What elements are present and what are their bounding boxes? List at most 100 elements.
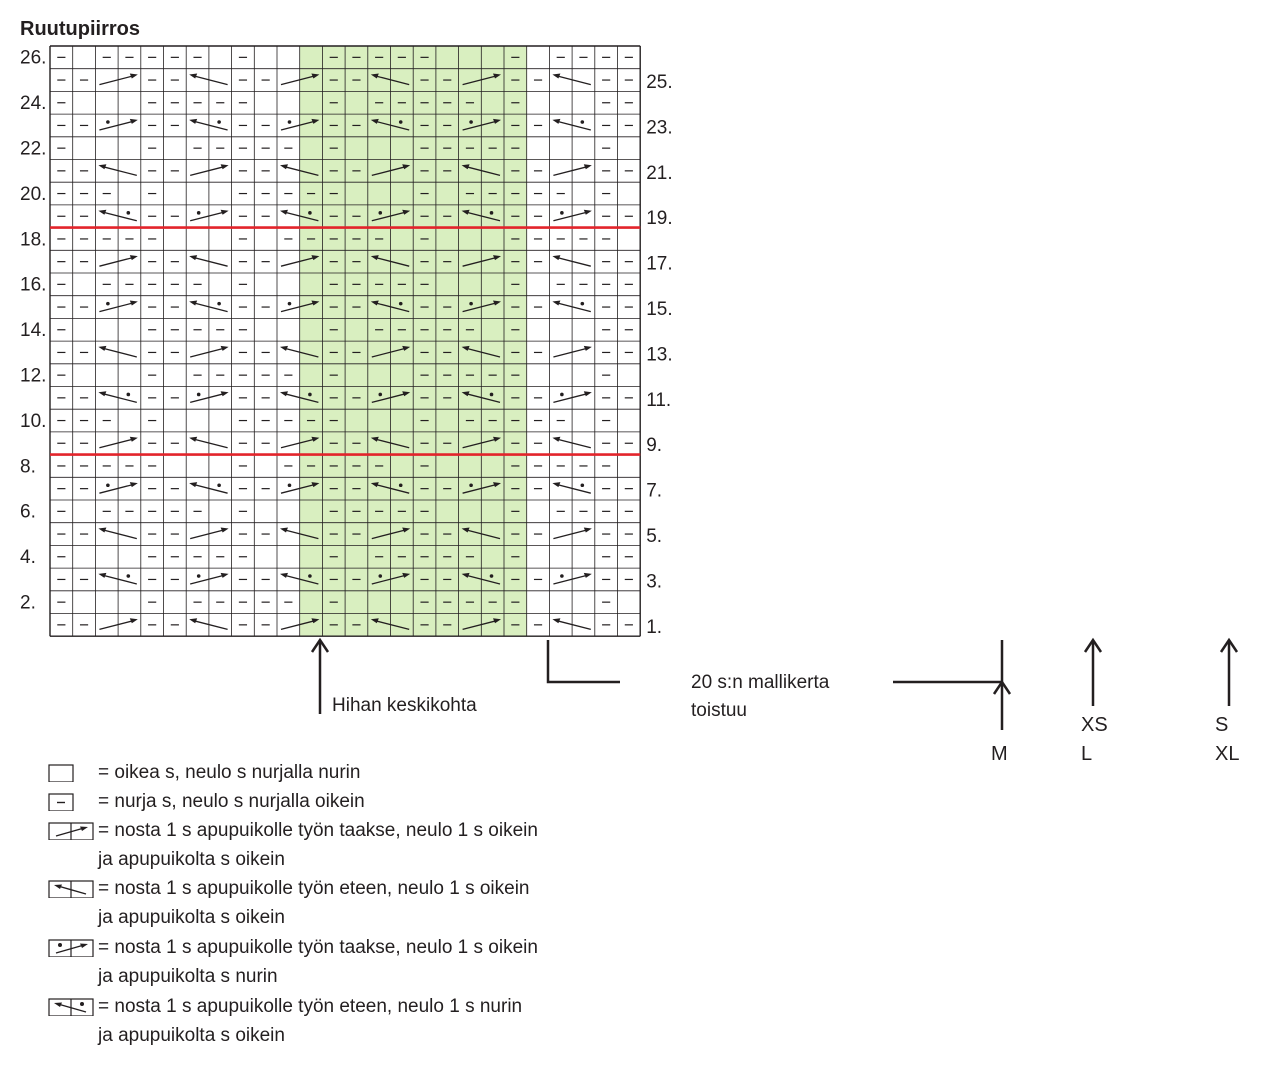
cross-arrowhead [370,300,379,306]
cross-stitch [282,347,319,358]
cross-stitch [373,619,410,631]
row-label-right: 11. [646,390,671,411]
empty-square-icon [48,764,74,782]
cross-stitch [371,574,408,585]
cross-stitch [192,438,228,449]
cross-stitch [462,483,499,494]
cross-stitch [371,528,408,540]
row-label-right: 17. [646,254,672,275]
purl-dot [308,211,312,215]
purl-dot [378,392,383,397]
cross-stitch [282,528,319,540]
cross-arrowhead [493,255,501,261]
cross-arrowhead [402,572,411,578]
stitch-symbols [57,56,633,631]
row-label-right: 23. [646,117,672,138]
cross-arrowhead [98,527,107,533]
cross-stitch [373,301,410,313]
cross-stitch [99,619,135,631]
cross-arrowhead [461,345,470,351]
cross-arrowhead [129,118,138,124]
cross-right-icon [48,822,94,840]
cross-arrowhead [583,164,592,170]
cross-stitch [371,347,408,358]
legend-text-cont: ja apupuikolta s nurin [98,966,278,987]
cross-stitch [190,528,226,540]
cross-stitch [373,256,410,267]
cross-stitch [101,528,137,540]
legend-text: = nosta 1 s apupuikolle työn eteen, neul… [98,878,530,899]
cross-arrowhead [129,618,138,624]
annotation-lines [310,637,1239,730]
cross-stitch [190,165,226,177]
red-lines [50,226,641,456]
cross-arrowhead [461,527,470,533]
cross-stitch [192,483,228,494]
purl-dot [126,574,131,578]
cross-stitch [555,256,591,267]
cross-stitch [280,438,317,449]
cross-stitch [462,619,499,631]
purl-dot [489,392,494,397]
cross-arrowhead [402,209,411,215]
size-label-m: M [991,743,1008,765]
cross-arrowhead [493,118,501,124]
legend-text: = oikea s, neulo s nurjalla nurin [98,762,361,783]
purl-dot [560,392,564,397]
purl-dot [217,120,221,124]
cross-stitch [373,74,410,86]
cross-arrowhead [370,482,379,488]
cross-arrowhead [370,436,379,442]
row-label-left: 26. [20,48,46,69]
knitting-chart: 2.4.6.8.10.12.14.16.18.20.22.24.26.1.3.5… [20,45,1239,765]
cross-arrowhead [280,572,288,578]
row-label-right: 21. [646,163,672,184]
cross-arrowhead [189,618,198,624]
cross-arrowhead [220,527,229,533]
cross-arrowhead [98,164,107,170]
cross-arrowhead [189,255,198,261]
cross-arrowhead [280,527,288,533]
cross-stitch [464,347,501,358]
cross-stitch [99,483,135,494]
cross-stitch [555,438,591,449]
row-label-left: 12. [20,366,46,387]
cross-arrowhead [220,164,229,170]
cross-stitch [99,301,135,313]
legend-text-cont: ja apupuikolta s oikein [98,907,285,928]
cross-arrowhead [461,209,470,215]
cross-arrowhead [402,391,411,397]
purl-dot [489,211,494,215]
cross-stitch [280,74,317,86]
cross-arrowhead [552,436,561,442]
purl-dot [378,211,383,215]
purl-cross-left-icon [48,998,94,1016]
row-label-right: 13. [646,344,672,365]
cross-stitch [553,211,589,222]
row-label-right: 15. [646,299,672,320]
purl-dot [287,120,292,124]
cross-arrowhead [583,391,592,397]
cross-stitch [462,74,499,86]
purl-dot [196,392,201,397]
purl-dot [106,483,110,488]
legend-text: = nurja s, neulo s nurjalla oikein [98,791,365,812]
cross-arrowhead [493,436,501,442]
purl-cross-right-icon [48,939,94,957]
cross-arrowhead [98,391,107,397]
purl-dot [469,301,473,306]
cross-stitch [371,392,408,404]
cross-stitch [462,120,499,131]
cross-arrowhead [311,618,320,624]
cross-stitch [373,483,410,494]
row-label-left: 4. [20,547,36,568]
cross-stitch [464,528,501,540]
cross-stitch [282,574,319,585]
cross-stitch [192,619,228,631]
legend-text: = nosta 1 s apupuikolle työn eteen, neul… [98,996,523,1017]
cross-arrowhead [129,482,138,488]
purl-dot [106,301,110,306]
cross-stitch [190,211,226,222]
sleeve-center-label: Hihan keskikohta [332,695,477,716]
cross-arrowhead [311,436,320,442]
